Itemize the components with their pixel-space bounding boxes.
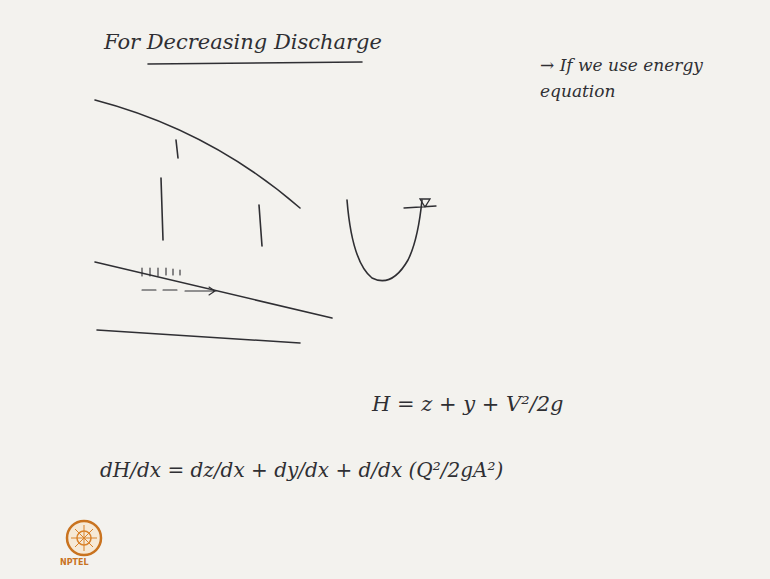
derivative-equation: dH/dx = dz/dx + dy/dx + d/dx (Q²/2gA²): [100, 458, 503, 482]
slide-title: For Decreasing Discharge: [104, 30, 382, 54]
section-line: [161, 178, 163, 240]
note-text: → If we use energy equation: [540, 52, 730, 105]
water-level-symbol: [404, 199, 436, 208]
water-surface: [95, 100, 300, 208]
title-underline: [148, 62, 362, 64]
section-line: [176, 140, 178, 158]
logo-text: NPTEL: [60, 558, 89, 567]
section-line: [259, 205, 262, 246]
nptel-logo: [67, 521, 101, 555]
channel-bed: [95, 262, 332, 318]
outflow-marks: [142, 268, 180, 276]
datum-line: [97, 330, 300, 343]
cross-section: [347, 200, 422, 281]
x-direction-arrow: [142, 287, 215, 295]
energy-equation: H = z + y + V²/2g: [372, 392, 564, 416]
